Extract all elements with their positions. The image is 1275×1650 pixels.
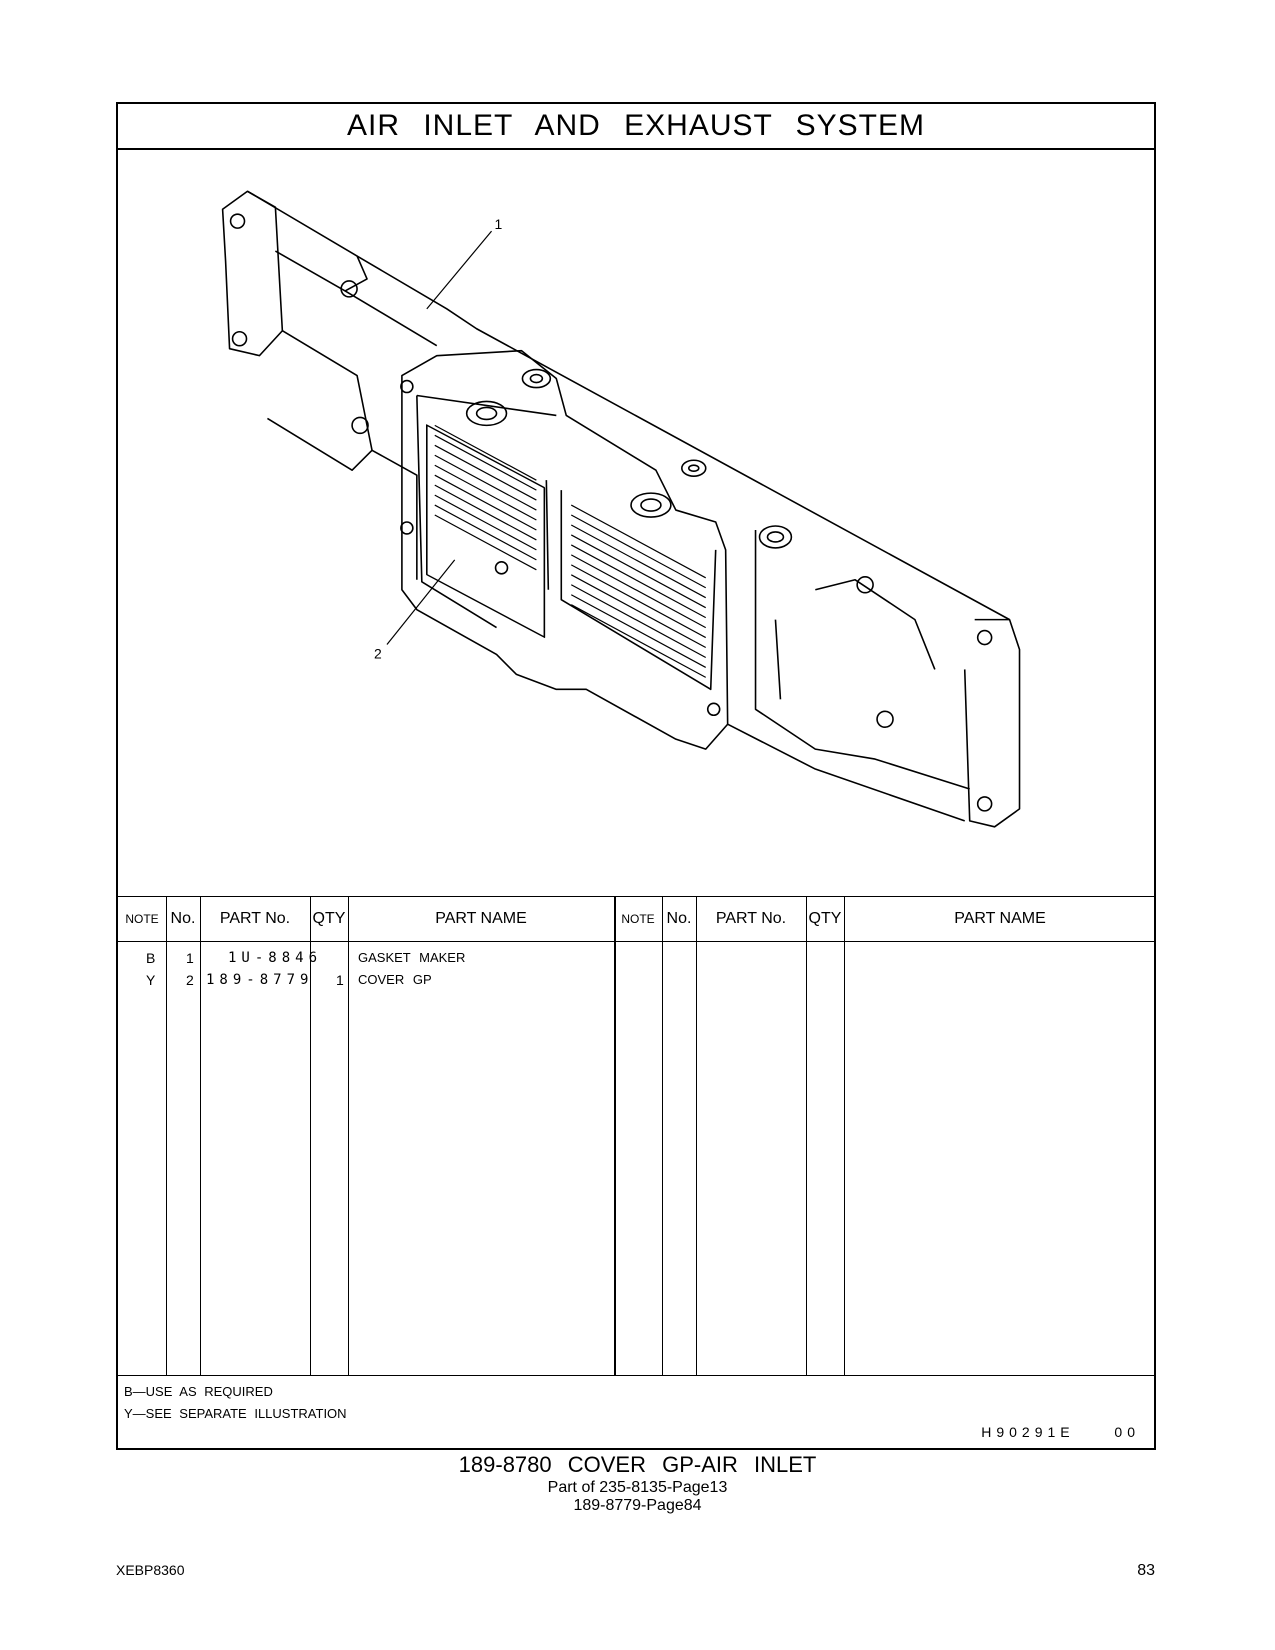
page-number: 83 bbox=[1137, 1562, 1155, 1579]
part-of-reference: Part of 235-8135-Page13 bbox=[547, 1479, 728, 1496]
header-part-name-left: PART NAME bbox=[435, 910, 527, 927]
header-part-no-left: PART No. bbox=[219, 910, 291, 927]
notes-section: B—USE AS REQUIRED Y—SEE SEPARATE ILLUSTR… bbox=[118, 1376, 1154, 1450]
section-title: AIR INLET AND EXHAUST SYSTEM bbox=[118, 104, 1154, 150]
callout-1: 1 bbox=[495, 216, 503, 232]
header-qty-right: QTY bbox=[808, 910, 842, 927]
header-part-no-right: PART No. bbox=[715, 910, 787, 927]
header-part-name-right: PART NAME bbox=[954, 910, 1046, 927]
right-flange bbox=[963, 618, 1021, 828]
header-note-left: NOTE bbox=[125, 912, 159, 926]
parts-page-frame: AIR INLET AND EXHAUST SYSTEM bbox=[116, 102, 1156, 1450]
body-top-edge bbox=[356, 255, 1010, 621]
note-y: Y—SEE SEPARATE ILLUSTRATION bbox=[124, 1406, 347, 1421]
note-b: B—USE AS REQUIRED bbox=[124, 1384, 273, 1399]
row-no: 2 bbox=[186, 972, 194, 988]
callout-2: 2 bbox=[374, 645, 382, 661]
row-note: Y bbox=[146, 972, 156, 988]
parts-table: NOTE No. PART No. QTY PART NAME NOTE No.… bbox=[118, 896, 1154, 1376]
header-qty-left: QTY bbox=[312, 910, 346, 927]
document-id: XEBP8360 bbox=[116, 1562, 185, 1578]
leader-2 bbox=[386, 559, 456, 645]
illustration-code-rev: 00 bbox=[1114, 1424, 1140, 1440]
assembly-title: 189-8780 COVER GP-AIR INLET bbox=[458, 1452, 817, 1477]
row-part-name: COVER GP bbox=[358, 972, 432, 987]
leader-1 bbox=[426, 230, 493, 310]
illustration-code-id: H90291E bbox=[981, 1424, 1075, 1440]
illustration-reference: 189-8779-Page84 bbox=[573, 1497, 702, 1514]
table-row: Y 2 189-8779 1 COVER GP bbox=[118, 969, 1154, 991]
row-part-no: 189-8779 bbox=[206, 972, 314, 988]
row-part-name: GASKET MAKER bbox=[358, 950, 466, 965]
row-qty: 1 bbox=[336, 972, 344, 988]
table-row: B 1 1U-8846 GASKET MAKER bbox=[118, 947, 1154, 969]
left-flange bbox=[221, 190, 284, 357]
illustration-code: H90291E 00 bbox=[981, 1424, 1140, 1440]
row-part-no: 1U-8846 bbox=[228, 950, 323, 966]
row-no: 1 bbox=[186, 950, 194, 966]
parts-illustration: 1 2 bbox=[118, 150, 1154, 896]
header-note-right: NOTE bbox=[621, 912, 655, 926]
front-housing bbox=[401, 349, 729, 750]
header-no-right: No. bbox=[666, 910, 692, 927]
row-note: B bbox=[146, 950, 156, 966]
header-no-left: No. bbox=[170, 910, 196, 927]
